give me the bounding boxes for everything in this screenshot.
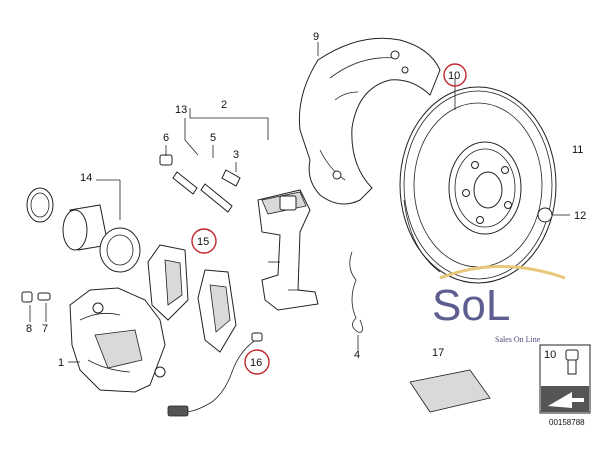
callout-17: 17 xyxy=(432,347,444,359)
callout-1: 1 xyxy=(58,357,64,369)
caliper-carrier xyxy=(257,189,319,311)
callout-7: 7 xyxy=(42,323,48,335)
callout-5: 5 xyxy=(210,132,216,144)
callout-8: 8 xyxy=(26,323,32,335)
grease-packet xyxy=(409,369,491,413)
disc-bolt xyxy=(537,207,562,223)
highlight-circle-15 xyxy=(191,228,217,254)
bleeder-screw xyxy=(21,291,51,303)
brake-disc xyxy=(399,86,557,284)
brake-pads xyxy=(147,244,237,353)
caliper-piston xyxy=(26,187,141,273)
callout-4: 4 xyxy=(354,349,360,361)
dust-shield xyxy=(298,37,441,205)
logo-swoosh xyxy=(439,265,566,280)
inset-bolt-icon xyxy=(565,349,579,375)
anti-rattle-spring xyxy=(349,251,363,333)
highlight-circle-10 xyxy=(443,63,467,87)
callout-12: 12 xyxy=(574,210,586,222)
caliper-body xyxy=(69,287,166,393)
callouts: 13 2 6 5 3 14 9 11 12 4 1 8 7 17 10 15 1… xyxy=(26,31,586,375)
highlight-circle-16 xyxy=(244,349,270,375)
guide-bolts xyxy=(159,154,241,213)
inset-label: 10 xyxy=(544,349,556,361)
callout-6: 6 xyxy=(163,132,169,144)
callout-16: 16 xyxy=(250,357,262,369)
callout-10: 10 xyxy=(448,70,460,82)
logo-tagline: Sales On Line xyxy=(495,335,541,344)
sol-logo: SoL Sales On Line xyxy=(432,265,566,344)
callout-11: 11 xyxy=(572,144,583,156)
drawing-number: 00158788 xyxy=(549,418,585,427)
callout-2: 2 xyxy=(221,99,227,111)
callout-9: 9 xyxy=(313,31,319,43)
wear-sensor xyxy=(167,332,263,417)
leader-lines xyxy=(29,42,570,363)
callout-13: 13 xyxy=(175,104,187,116)
callout-15: 15 xyxy=(197,236,209,248)
inset-box: 10 xyxy=(539,344,591,414)
logo-mark: SoL xyxy=(432,281,510,330)
callout-14: 14 xyxy=(80,172,92,184)
inset-arrow-icon xyxy=(541,386,589,412)
callout-3: 3 xyxy=(233,149,239,161)
